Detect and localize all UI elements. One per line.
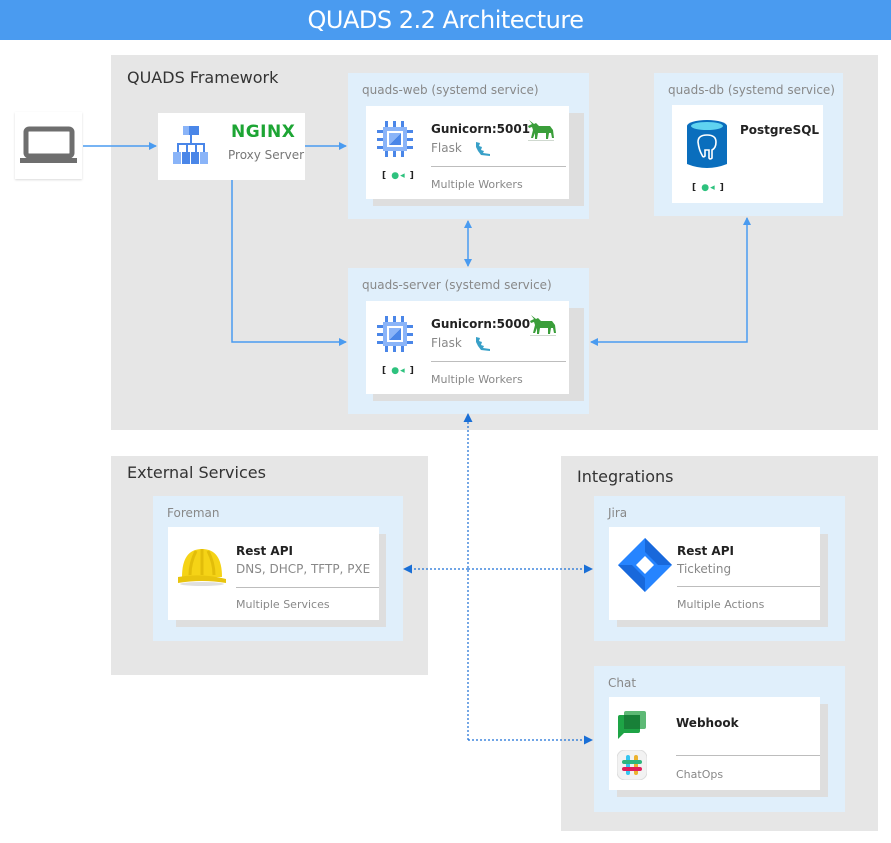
card-divider — [431, 361, 566, 362]
client-node[interactable] — [15, 112, 82, 179]
foreman-service: Foreman Rest API DNS, DHCP, TFTP, PXE Mu… — [153, 496, 403, 641]
card-subtitle: Flask — [431, 336, 462, 350]
service-label: quads-web (systemd service) — [362, 83, 539, 97]
card-title: Gunicorn:5000 — [431, 317, 531, 331]
card-subtitle: Flask — [431, 141, 462, 155]
service-label: quads-server (systemd service) — [362, 278, 552, 292]
card-subtitle: Ticketing — [677, 562, 732, 576]
zone-title: Integrations — [577, 467, 674, 486]
gunicorn-unicorn-icon — [530, 315, 556, 336]
hard-hat-icon — [178, 549, 226, 586]
laptop-icon — [20, 126, 77, 163]
jira-logo-icon — [618, 538, 672, 592]
quads-db-service: quads-db (systemd service) [ ●◂ ] Postgr… — [654, 73, 843, 216]
chat-service: Chat Webhook ChatOps — [594, 666, 845, 812]
postgresql-card[interactable]: [ ●◂ ] PostgreSQL — [672, 105, 823, 203]
jira-service: Jira Rest API Ticketing Multiple Actions — [594, 496, 845, 641]
card-divider — [677, 586, 820, 587]
card-divider — [431, 166, 566, 167]
card-footer: Multiple Workers — [431, 373, 523, 386]
cpu-chip-icon — [377, 121, 413, 157]
sitemap-icon — [173, 126, 208, 164]
service-label: Chat — [608, 676, 637, 690]
card-divider — [676, 755, 820, 756]
foreman-card[interactable]: Rest API DNS, DHCP, TFTP, PXE Multiple S… — [168, 527, 379, 620]
card-title: Gunicorn:5001 — [431, 122, 531, 136]
cpu-chip-icon — [377, 316, 413, 352]
quads-server-service: quads-server (systemd service) [ ●◂ ] Gu… — [348, 268, 589, 414]
card-title: PostgreSQL — [740, 123, 820, 137]
card-footer: Multiple Workers — [431, 178, 523, 191]
service-label: Jira — [608, 506, 628, 520]
card-footer: Multiple Actions — [677, 598, 765, 611]
status-indicator: [ ●◂ ] — [382, 171, 415, 181]
external-services-zone: External Services Foreman Rest API DNS, … — [111, 456, 428, 675]
nginx-proxy-card[interactable]: NGINX Proxy Server — [158, 113, 305, 180]
card-title: Rest API — [236, 544, 293, 558]
google-chat-icon — [618, 711, 646, 739]
flask-horn-icon — [476, 337, 490, 351]
quads-server-card[interactable]: [ ●◂ ] Gunicorn:5000 Flask Multiple Work… — [366, 301, 569, 394]
quads-web-service: quads-web (systemd service) [ ●◂ ] Gunic… — [348, 73, 589, 219]
integrations-zone: Integrations Jira Rest API Ticketing Mul… — [561, 456, 878, 831]
card-title: Rest API — [677, 544, 734, 558]
card-footer: Multiple Services — [236, 598, 330, 611]
jira-card[interactable]: Rest API Ticketing Multiple Actions — [609, 527, 820, 620]
status-indicator: [ ●◂ ] — [382, 366, 415, 376]
postgresql-database-icon — [687, 120, 727, 168]
card-divider — [236, 587, 379, 588]
nginx-logo: NGINX — [231, 122, 296, 142]
gunicorn-unicorn-icon — [528, 120, 554, 141]
diagram-title-bar: QUADS 2.2 Architecture — [0, 0, 891, 40]
chat-card[interactable]: Webhook ChatOps — [609, 697, 820, 790]
flask-horn-icon — [476, 142, 490, 156]
card-title: Webhook — [676, 716, 739, 730]
zone-title: QUADS Framework — [127, 68, 279, 87]
proxy-label: Proxy Server — [228, 148, 305, 162]
card-subtitle: DNS, DHCP, TFTP, PXE — [236, 562, 371, 576]
card-footer: ChatOps — [676, 768, 724, 781]
service-label: quads-db (systemd service) — [668, 83, 835, 97]
zone-title: External Services — [127, 463, 266, 482]
quads-web-card[interactable]: [ ●◂ ] Gunicorn:5001 Flask Multiple Work… — [366, 106, 569, 199]
service-label: Foreman — [167, 506, 220, 520]
diagram-title: QUADS 2.2 Architecture — [307, 6, 584, 34]
slack-icon — [617, 750, 647, 780]
status-indicator: [ ●◂ ] — [692, 183, 725, 193]
